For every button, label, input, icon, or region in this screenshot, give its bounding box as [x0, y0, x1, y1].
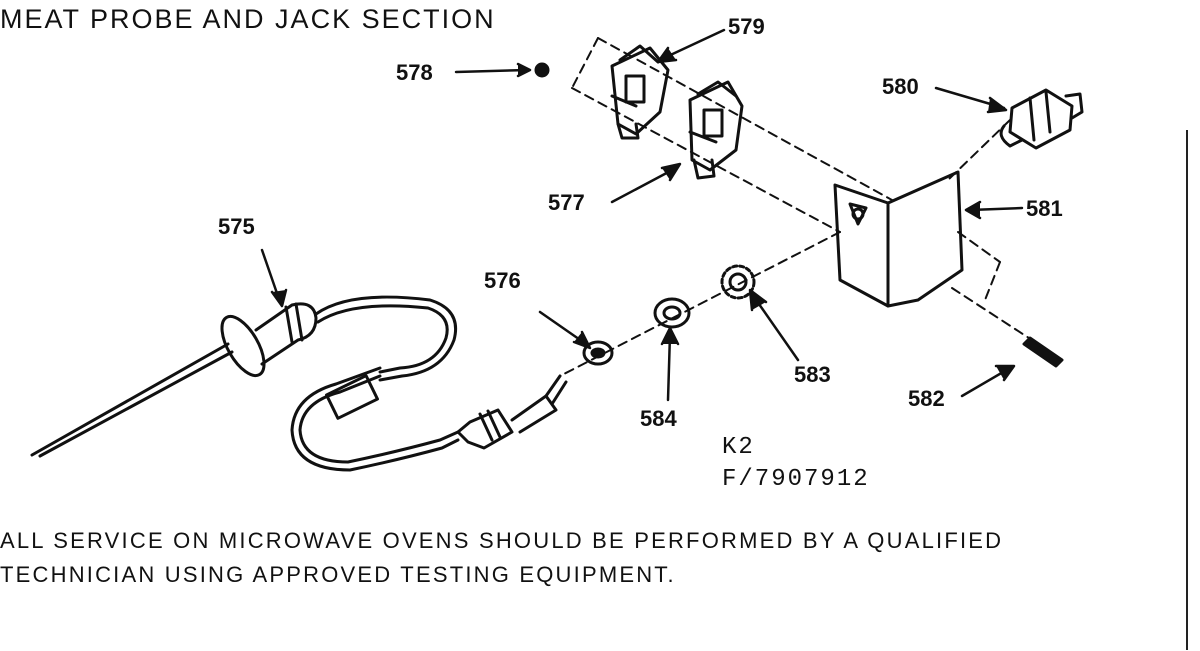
washer-part-584	[653, 297, 691, 329]
service-notice-line-2: TECHNICIAN USING APPROVED TESTING EQUIPM…	[0, 562, 676, 587]
switch-part-579	[610, 44, 670, 140]
bracket-part-581	[833, 170, 964, 308]
callout-583: 583	[794, 362, 831, 387]
diagram-code-number: F/7907912	[722, 466, 870, 493]
lockwasher-part-583	[720, 264, 756, 300]
screw-part-578	[534, 62, 550, 78]
scan-edge-line	[1186, 130, 1188, 650]
screw-part-582	[1022, 336, 1064, 368]
diagram-code-k2: K2	[722, 434, 755, 461]
callout-576: 576	[484, 268, 521, 293]
jack-part-580	[999, 88, 1084, 150]
switch-part-577	[688, 80, 744, 180]
callout-580: 580	[882, 74, 919, 99]
callout-577: 577	[548, 190, 585, 215]
callout-584: 584	[640, 406, 677, 431]
callout-579: 579	[728, 14, 765, 39]
assembly-lines	[559, 37, 1033, 377]
diagram-title: MEAT PROBE AND JACK SECTION	[0, 4, 496, 34]
callout-581: 581	[1026, 196, 1063, 221]
washer-part-576	[582, 340, 614, 366]
meat-probe-part-575	[30, 295, 568, 472]
service-notice-line-1: ALL SERVICE ON MICROWAVE OVENS SHOULD BE…	[0, 528, 1004, 553]
callout-578: 578	[396, 60, 433, 85]
callout-575: 575	[218, 214, 255, 239]
callout-582: 582	[908, 386, 945, 411]
leader-lines	[260, 28, 1024, 402]
